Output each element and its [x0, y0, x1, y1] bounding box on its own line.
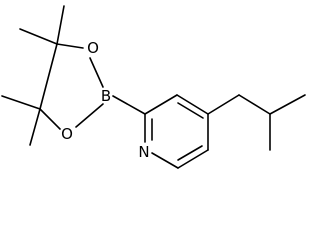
bond-b-o-bottom — [75, 103, 104, 128]
pyridine-ring — [144, 94, 209, 169]
atom-label-oxygen-bottom: O — [61, 125, 73, 143]
bond-methyl-bottom-down — [29, 108, 41, 146]
bond-ch2-ch — [238, 94, 271, 115]
bond-c5-c6 — [177, 149, 209, 169]
bond-o-top-c — [56, 43, 84, 49]
bond-c4-ch2 — [207, 94, 240, 115]
chemical-structure-diagram: B O O N — [1, 5, 306, 169]
isobutyl-chain — [207, 94, 306, 151]
bond-c3-c4 — [176, 94, 209, 115]
pinacol-methyls — [1, 5, 65, 146]
bond-c5-c6-inner — [177, 145, 203, 161]
atom-label-oxygen-top: O — [87, 39, 99, 57]
bond-methyl-bottom-left — [1, 95, 41, 110]
bond-methyl-top-up — [56, 5, 65, 45]
bond-c3-c4-inner — [177, 102, 204, 119]
bond-c2-c3 — [144, 94, 178, 115]
bond-ch-methyl-up — [269, 94, 306, 115]
bond-c-c-ring — [39, 43, 58, 110]
bond-methyl-top-left — [19, 28, 58, 45]
bond-b-o-top — [89, 57, 104, 88]
dioxaborolane-ring — [39, 43, 104, 130]
bond-b-pyridine — [112, 95, 146, 115]
bond-c6-n — [151, 152, 179, 169]
atom-label-boron: B — [101, 87, 111, 105]
bond-o-bottom-c — [39, 108, 61, 130]
atom-label-nitrogen: N — [138, 143, 149, 161]
